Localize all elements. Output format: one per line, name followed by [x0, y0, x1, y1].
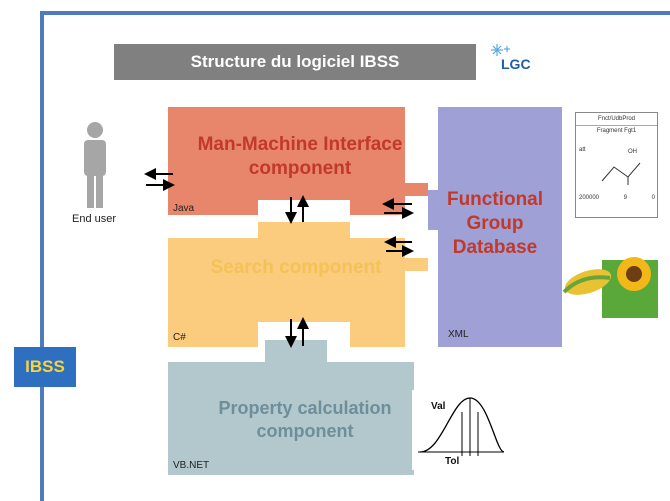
fragment-card-value: 9	[623, 195, 628, 201]
search-block	[168, 222, 428, 347]
ibss-badge: IBSS	[14, 347, 76, 387]
fragment-card-value: 200000	[579, 195, 600, 201]
search-db-arrows	[384, 236, 414, 257]
gaussian-val-label: Val	[431, 401, 446, 412]
mmi-lang: Java	[173, 203, 195, 214]
mmi-block	[168, 107, 428, 215]
mmi-search-arrows	[285, 195, 309, 224]
fragment-card-subheader: Fragment Fgt1	[596, 128, 637, 134]
search-title: Search component	[210, 257, 382, 278]
search-lang: C#	[173, 332, 186, 343]
fragment-card-value: 0	[651, 195, 655, 201]
molecule-structure-icon	[601, 162, 641, 185]
property-lang: VB.NET	[173, 460, 210, 471]
gaussian-curve-image	[412, 390, 510, 470]
diagram-title: Structure du logiciel IBSS	[114, 44, 476, 80]
user-mmi-arrows	[144, 168, 175, 191]
property-block	[168, 340, 414, 475]
end-user-label: End user	[72, 213, 117, 225]
gaussian-tol-label: Tol	[445, 456, 460, 467]
fragment-card-att: att	[579, 147, 586, 153]
end-user-icon	[84, 122, 106, 208]
mmi-title: Man-Machine Interface component	[197, 134, 403, 179]
fragment-card: Fnct/UdbProd Fragment Fgt1 att OH 200000…	[575, 112, 658, 218]
fragment-card-oh: OH	[628, 149, 637, 155]
mmi-db-arrows	[382, 198, 414, 219]
ibss-frame	[40, 11, 670, 501]
architecture-diagram	[84, 107, 562, 475]
search-property-arrows	[285, 317, 309, 348]
corn-sunflower-image	[562, 252, 658, 318]
lgc-logo: LGC	[487, 42, 533, 78]
fragment-card-header: Fnct/UdbProd	[576, 113, 657, 126]
property-title: Property calculation component	[218, 398, 392, 441]
lgc-star-icon	[491, 44, 510, 56]
fragment-card-row: 200000 9 0	[579, 195, 655, 201]
database-title: Functional Group Database	[446, 189, 544, 258]
lgc-logo-text: LGC	[501, 56, 531, 72]
database-block	[428, 107, 562, 347]
database-lang: XML	[448, 329, 469, 340]
